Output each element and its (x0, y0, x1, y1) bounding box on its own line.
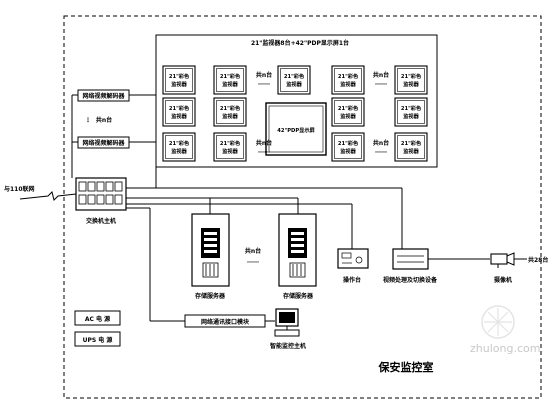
monitor-label-line: 21"彩色 (338, 72, 359, 80)
console-label: 操作台 (343, 276, 361, 284)
console-device (337, 248, 369, 269)
storage-server-1 (191, 213, 230, 287)
monitor-label-line: 监视器 (171, 147, 187, 155)
ac-power-label: AC 电 源 (85, 315, 110, 323)
storage-count-label: 共n台 (245, 247, 261, 255)
monitor-label-line: 21"彩色 (401, 72, 422, 80)
monitor-label-line: 21"彩色 (169, 139, 190, 147)
watermark-text: zhulong.com (470, 342, 540, 355)
monitor-grid: 21"彩色监视器21"彩色监视器21"彩色监视器21"彩色监视器21"彩色监视器… (162, 65, 428, 162)
group-count-label: 共n台 (256, 71, 272, 79)
switch-port (114, 181, 123, 192)
monitor-label-line: 21"彩色 (401, 104, 422, 112)
video-proc-label: 视频处理及切换设备 (383, 276, 438, 284)
monitor-label-line: 21"彩色 (220, 72, 241, 80)
monitor-label-line: 21"彩色 (338, 139, 359, 147)
monitor-label-line: 监视器 (222, 147, 238, 155)
group-count-dots: ⋯⋯ (375, 149, 387, 156)
monitor-label-line: 监视器 (222, 80, 238, 88)
group-count-dots: ⋯⋯ (258, 81, 270, 88)
storage-server-1-label: 存储服务器 (195, 292, 226, 300)
monitor-label-line: 监视器 (171, 112, 187, 120)
switch-host-label: 交换机主机 (86, 217, 116, 225)
camera-count-label: 共28台 (528, 256, 548, 264)
wan-label: 与110联网 (4, 185, 35, 193)
monitor-label-line: 21"彩色 (338, 104, 359, 112)
monitor-label-line: 21"彩色 (220, 104, 241, 112)
video-wall-title: 21"监视器8台+42"PDP显示屏1台 (251, 39, 349, 47)
monitor-label-line: 监视器 (340, 147, 356, 155)
wan-link (19, 191, 77, 201)
decoder-count-label: 共n台 (96, 116, 112, 124)
switch-port (114, 194, 123, 205)
group-count-dots: ⋯⋯ (375, 81, 387, 88)
monitor-label-line: 21"彩色 (284, 72, 305, 80)
monitor-label-line: 监视器 (171, 80, 187, 88)
pdp-display (265, 102, 327, 156)
net-comm-label: 网络通讯接口模块 (201, 318, 250, 326)
pdp-display-screen (268, 105, 324, 153)
decoder-2-label: 网络视频解码器 (82, 139, 125, 147)
switch-port (87, 194, 96, 205)
switch-host (75, 177, 127, 211)
room-title: 保安监控室 (378, 360, 434, 374)
monitor-label-line: 监视器 (340, 80, 356, 88)
camera-label: 摄像机 (494, 276, 512, 284)
video-proc-device (392, 248, 429, 270)
group-count-labels: 共n台 ⋯⋯ 共n台 ⋯⋯ 共n台 ⋯⋯ 共n台 ⋯⋯ (256, 71, 389, 156)
room-boundary (63, 15, 542, 399)
monitor-label-line: 21"彩色 (169, 72, 190, 80)
group-count-dots: ⋯⋯ (258, 149, 270, 156)
group-count-label: 共n台 (373, 71, 389, 79)
decoder-1-label: 网络视频解码器 (82, 92, 125, 100)
switch-port (78, 194, 87, 205)
switch-ports (78, 181, 123, 205)
video-wall-frame (155, 34, 438, 168)
monitor-label-line: 监视器 (403, 147, 419, 155)
switch-port (87, 181, 96, 192)
ac-power-box (74, 310, 121, 326)
monitor-label-line: 监视器 (340, 112, 356, 120)
smart-host-label: 智能监控主机 (270, 342, 306, 350)
smart-host-computer (274, 308, 300, 337)
watermark-logo (481, 305, 515, 339)
ups-power-label: UPS 电 源 (83, 336, 113, 344)
monitor-label-line: 监视器 (403, 80, 419, 88)
pdp-display-label: 42"PDP显示屏 (277, 126, 315, 134)
group-count-label: 共n台 (373, 139, 389, 147)
switch-port (78, 181, 87, 192)
storage-server-2 (278, 213, 317, 287)
switch-port (96, 194, 105, 205)
camera-icon (490, 252, 515, 268)
switch-port (105, 181, 114, 192)
monitor-label-line: 监视器 (286, 80, 302, 88)
decoder-dots: ⋮ (85, 117, 91, 124)
monitor-label-line: 21"彩色 (401, 139, 422, 147)
monitor-label-line: 21"彩色 (169, 104, 190, 112)
monitor-label-line: 监视器 (403, 112, 419, 120)
storage-server-2-label: 存储服务器 (283, 292, 314, 300)
switch-port (96, 181, 105, 192)
switch-port (105, 194, 114, 205)
monitor-label-line: 21"彩色 (220, 139, 241, 147)
ups-power-box (74, 331, 121, 347)
group-count-label: 共n台 (256, 139, 272, 147)
storage-dots: ⋯⋯ (247, 259, 259, 266)
monitor-label-line: 监视器 (222, 112, 238, 120)
